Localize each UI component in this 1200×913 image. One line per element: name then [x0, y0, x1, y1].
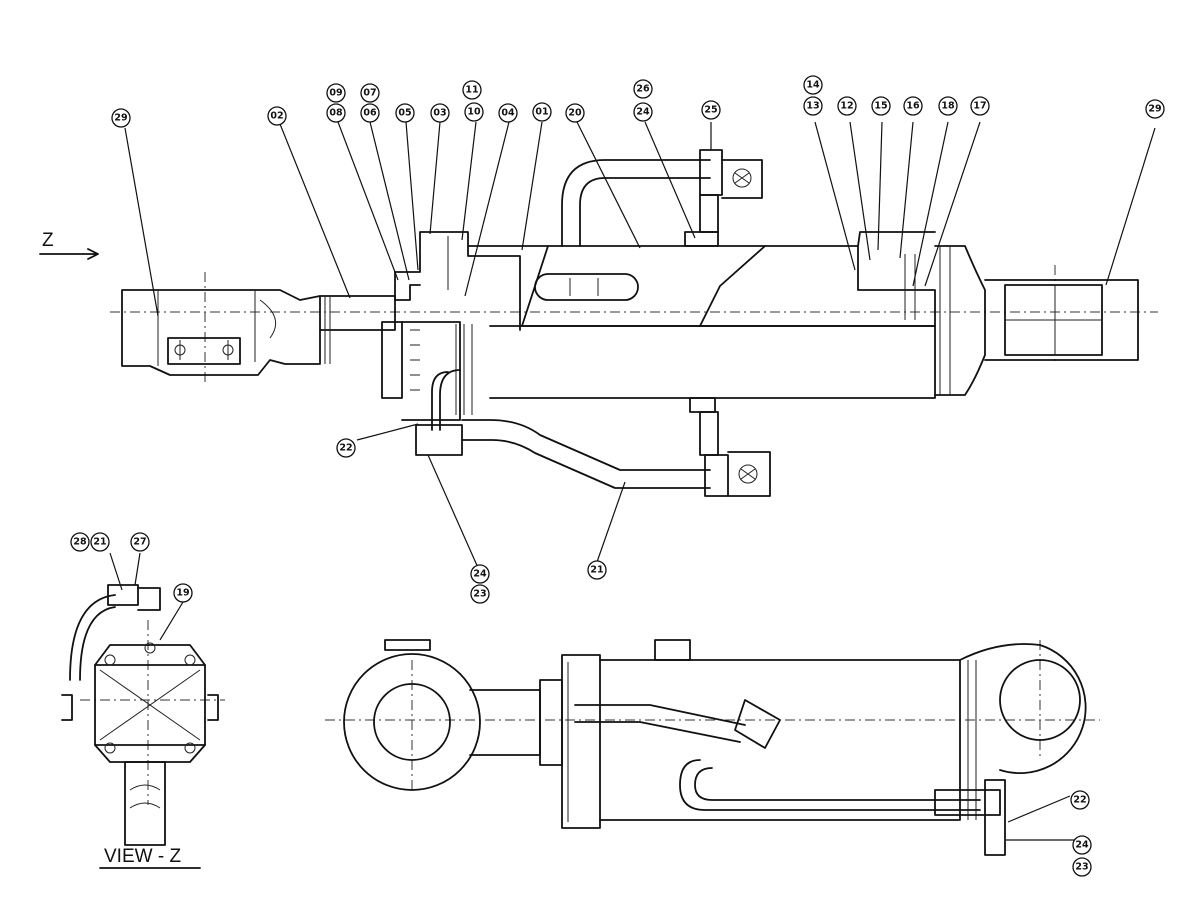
- part-balloon-14: 14: [803, 75, 823, 95]
- part-balloon-10: 10: [464, 102, 484, 122]
- part-balloon-21-main: 21: [587, 560, 607, 580]
- svg-text:20: 20: [568, 108, 582, 119]
- part-balloon-01: 01: [532, 102, 552, 122]
- part-balloon-05: 05: [395, 103, 415, 123]
- svg-text:22: 22: [339, 443, 352, 454]
- svg-text:09: 09: [329, 88, 342, 99]
- part-balloon-08: 08: [326, 103, 346, 123]
- svg-text:06: 06: [363, 108, 377, 119]
- svg-text:17: 17: [973, 101, 986, 112]
- part-balloon-23-bottom: 23: [1072, 857, 1092, 877]
- part-balloon-18: 18: [938, 96, 958, 116]
- svg-text:18: 18: [941, 101, 955, 112]
- part-balloon-28: 28: [70, 532, 90, 552]
- part-balloon-24-bottom: 24: [1072, 835, 1092, 855]
- part-balloon-22-main: 22: [336, 438, 356, 458]
- svg-text:12: 12: [840, 101, 853, 112]
- svg-text:10: 10: [467, 107, 481, 118]
- view-z-label: VIEW - Z: [104, 846, 181, 867]
- part-balloon-06: 06: [360, 103, 380, 123]
- part-balloon-29-left: 29: [111, 108, 131, 128]
- svg-text:19: 19: [176, 588, 189, 599]
- part-balloon-23-mid: 23: [470, 584, 490, 604]
- leader-lines: [109, 121, 1156, 841]
- part-balloon-21-side: 21: [90, 532, 110, 552]
- svg-text:13: 13: [806, 101, 819, 112]
- svg-text:02: 02: [270, 111, 283, 122]
- part-balloons: 29 02 09 08 07 06 05 03 11 10 04 01 20 2…: [70, 75, 1165, 877]
- part-balloon-24-top: 24: [633, 102, 653, 122]
- svg-text:21: 21: [93, 537, 106, 548]
- svg-text:23: 23: [1075, 862, 1088, 873]
- part-balloon-26: 26: [633, 79, 653, 99]
- part-balloon-24-mid: 24: [470, 564, 490, 584]
- svg-text:05: 05: [398, 108, 411, 119]
- svg-text:29: 29: [114, 113, 127, 124]
- part-balloon-20: 20: [565, 103, 585, 123]
- part-balloon-16: 16: [903, 96, 923, 116]
- svg-text:27: 27: [133, 537, 146, 548]
- main-elevation-view: Z: [39, 149, 1158, 497]
- part-balloon-25: 25: [701, 100, 721, 120]
- svg-text:24: 24: [473, 569, 487, 580]
- part-balloon-07: 07: [360, 83, 380, 103]
- svg-text:25: 25: [704, 105, 717, 116]
- part-balloon-02: 02: [267, 106, 287, 126]
- part-balloon-03: 03: [430, 103, 450, 123]
- svg-text:28: 28: [73, 537, 87, 548]
- part-balloon-04: 04: [498, 103, 518, 123]
- bottom-elevation-view: [325, 639, 1100, 856]
- svg-text:07: 07: [363, 88, 376, 99]
- view-z: VIEW - Z: [61, 584, 225, 869]
- part-balloon-11: 11: [462, 80, 482, 100]
- svg-text:15: 15: [874, 101, 887, 112]
- part-balloon-09: 09: [326, 83, 346, 103]
- svg-text:03: 03: [433, 108, 446, 119]
- part-balloon-13: 13: [803, 96, 823, 116]
- svg-text:08: 08: [329, 108, 343, 119]
- part-balloon-22-bottom: 22: [1070, 790, 1090, 810]
- view-marker-label: Z: [42, 230, 54, 251]
- part-balloon-27: 27: [130, 532, 150, 552]
- svg-text:23: 23: [473, 589, 486, 600]
- part-balloon-17: 17: [970, 96, 990, 116]
- part-balloon-19: 19: [173, 583, 193, 603]
- svg-text:24: 24: [1075, 840, 1089, 851]
- svg-text:14: 14: [806, 80, 820, 91]
- svg-text:26: 26: [636, 84, 650, 95]
- svg-text:22: 22: [1073, 795, 1086, 806]
- part-balloon-15: 15: [871, 96, 891, 116]
- svg-text:29: 29: [1148, 104, 1161, 115]
- svg-text:16: 16: [906, 101, 920, 112]
- part-balloon-29-right: 29: [1145, 99, 1165, 119]
- svg-text:21: 21: [590, 565, 603, 576]
- svg-text:01: 01: [535, 107, 548, 118]
- svg-text:24: 24: [636, 107, 650, 118]
- svg-text:11: 11: [465, 85, 478, 96]
- svg-text:04: 04: [501, 108, 515, 119]
- part-balloon-12: 12: [837, 96, 857, 116]
